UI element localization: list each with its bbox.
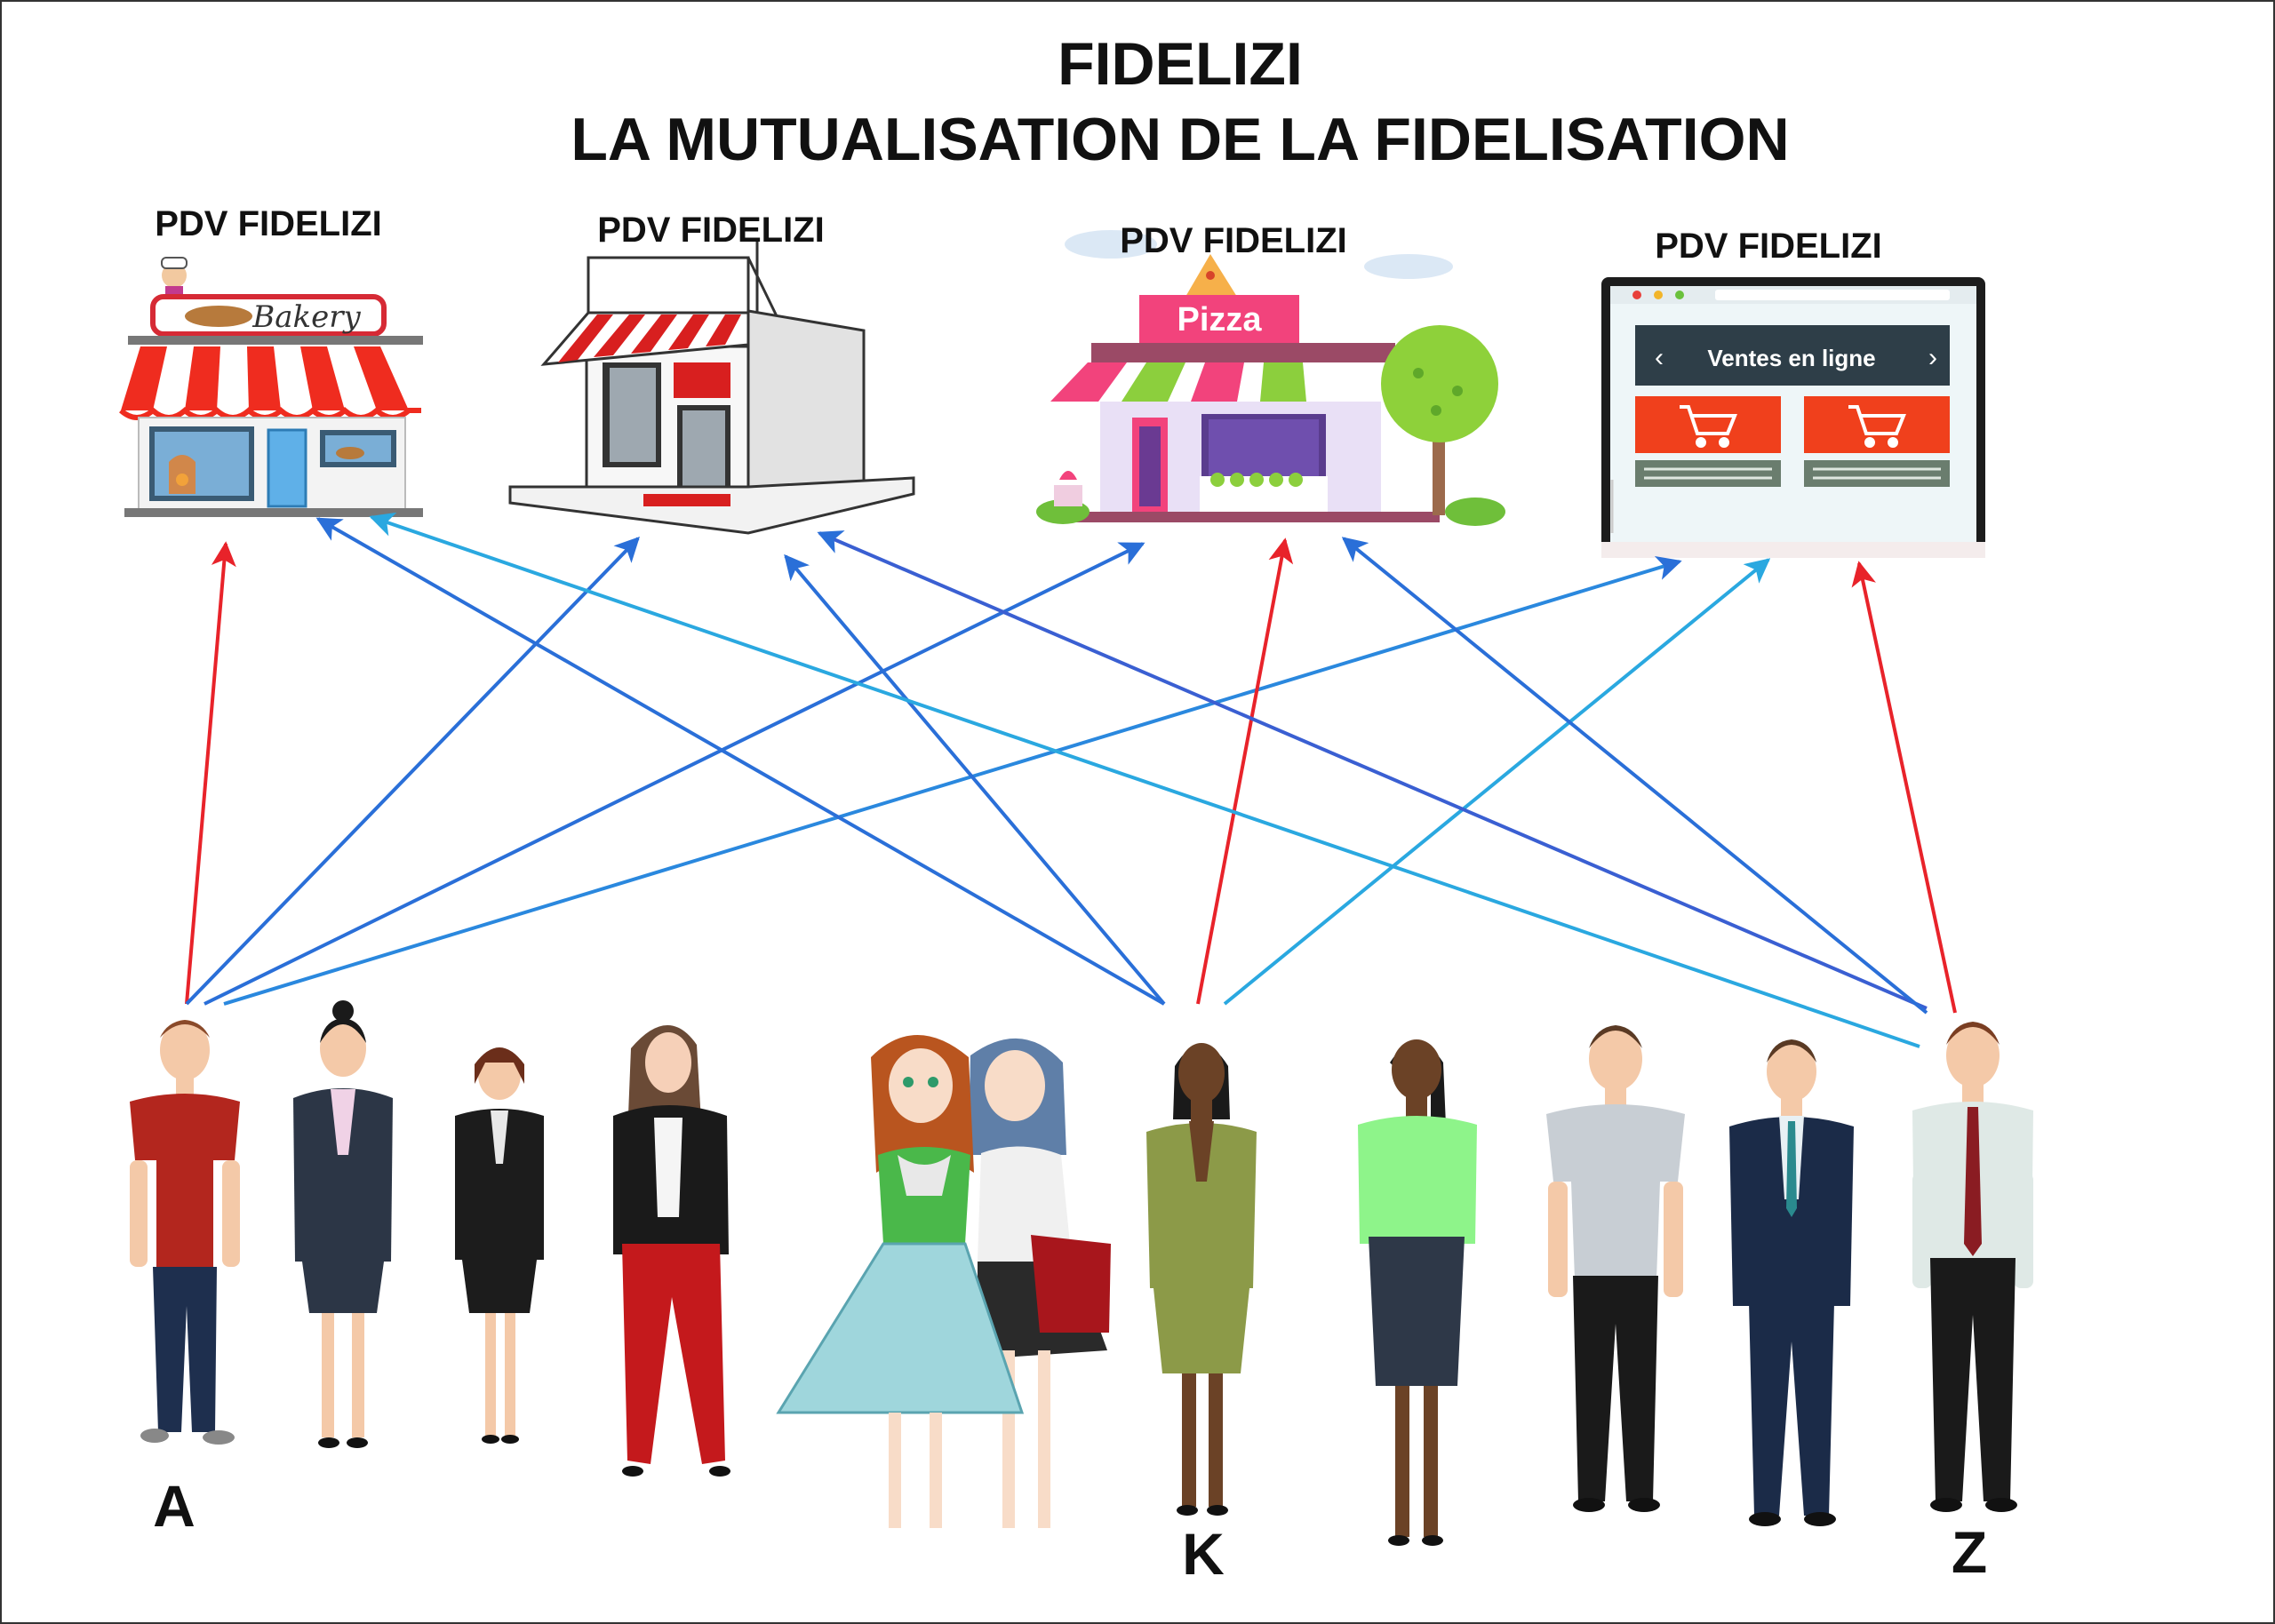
customer-label-z: Z <box>1952 1519 1987 1585</box>
customer-3 <box>455 1047 544 1444</box>
customer-z <box>1912 1022 2033 1512</box>
arrow-k-pizza <box>1196 537 1294 1005</box>
customer-2 <box>293 1000 393 1448</box>
customer-7 <box>1358 1039 1477 1546</box>
arrows <box>185 512 1957 1048</box>
chevron-left-icon: ‹ <box>1655 343 1664 372</box>
store-bakery: PDV FIDELIZI Bakery <box>119 204 423 517</box>
chevron-right-icon: › <box>1928 343 1937 372</box>
diagram-title: FIDELIZI <box>1058 30 1303 98</box>
customer-8 <box>1546 1025 1685 1512</box>
cart-icon <box>1848 405 1906 448</box>
diagram-subtitle: LA MUTUALISATION DE LA FIDELISATION <box>571 106 1789 173</box>
online-banner <box>1635 325 1950 386</box>
cart-icon <box>1680 405 1737 448</box>
store-shop: PDV FIDELIZI <box>508 211 915 535</box>
arrow-a-shop <box>185 536 640 1006</box>
store-pizza: Pizza <box>1036 221 1505 526</box>
arrow-z-pizza <box>1341 537 1928 1015</box>
customer-label-a: A <box>153 1473 196 1539</box>
bakery-awning <box>119 346 421 420</box>
arrow-a-online <box>223 555 1682 1006</box>
customer-a <box>130 1020 240 1445</box>
arrow-k-bakery <box>315 517 1165 1006</box>
shop-awning <box>540 311 750 366</box>
pizza-awning <box>1050 362 1361 402</box>
pizza-sign-text: Pizza <box>1177 301 1262 338</box>
customer-k <box>1146 1043 1257 1516</box>
arrow-z-bakery <box>369 512 1920 1048</box>
bread-icon <box>185 306 252 327</box>
tree-icon <box>1381 325 1498 515</box>
customer-label-k: K <box>1182 1521 1225 1587</box>
customer-4 <box>613 1024 730 1477</box>
online-banner-text: Ventes en ligne <box>1707 345 1875 371</box>
bakery-sign-text: Bakery <box>251 299 361 335</box>
customer-5-pair <box>776 1035 1111 1528</box>
pizza-sign <box>1139 295 1299 343</box>
store-online: PDV FIDELIZI ‹ › Ventes en ligne <box>1601 227 1985 558</box>
arrow-a-bakery <box>185 541 236 1005</box>
arrow-k-shop <box>784 553 1166 1006</box>
arrow-k-online <box>1223 558 1771 1006</box>
store-label: PDV FIDELIZI <box>1655 227 1882 266</box>
arrow-z-online <box>1851 561 1957 1014</box>
store-label: PDV FIDELIZI <box>597 211 825 250</box>
arrow-a-pizza <box>204 542 1145 1006</box>
arrow-z-shop <box>817 530 1928 1010</box>
store-label: PDV FIDELIZI <box>155 204 382 243</box>
customer-9 <box>1729 1039 1854 1526</box>
store-label: PDV FIDELIZI <box>1120 221 1347 260</box>
